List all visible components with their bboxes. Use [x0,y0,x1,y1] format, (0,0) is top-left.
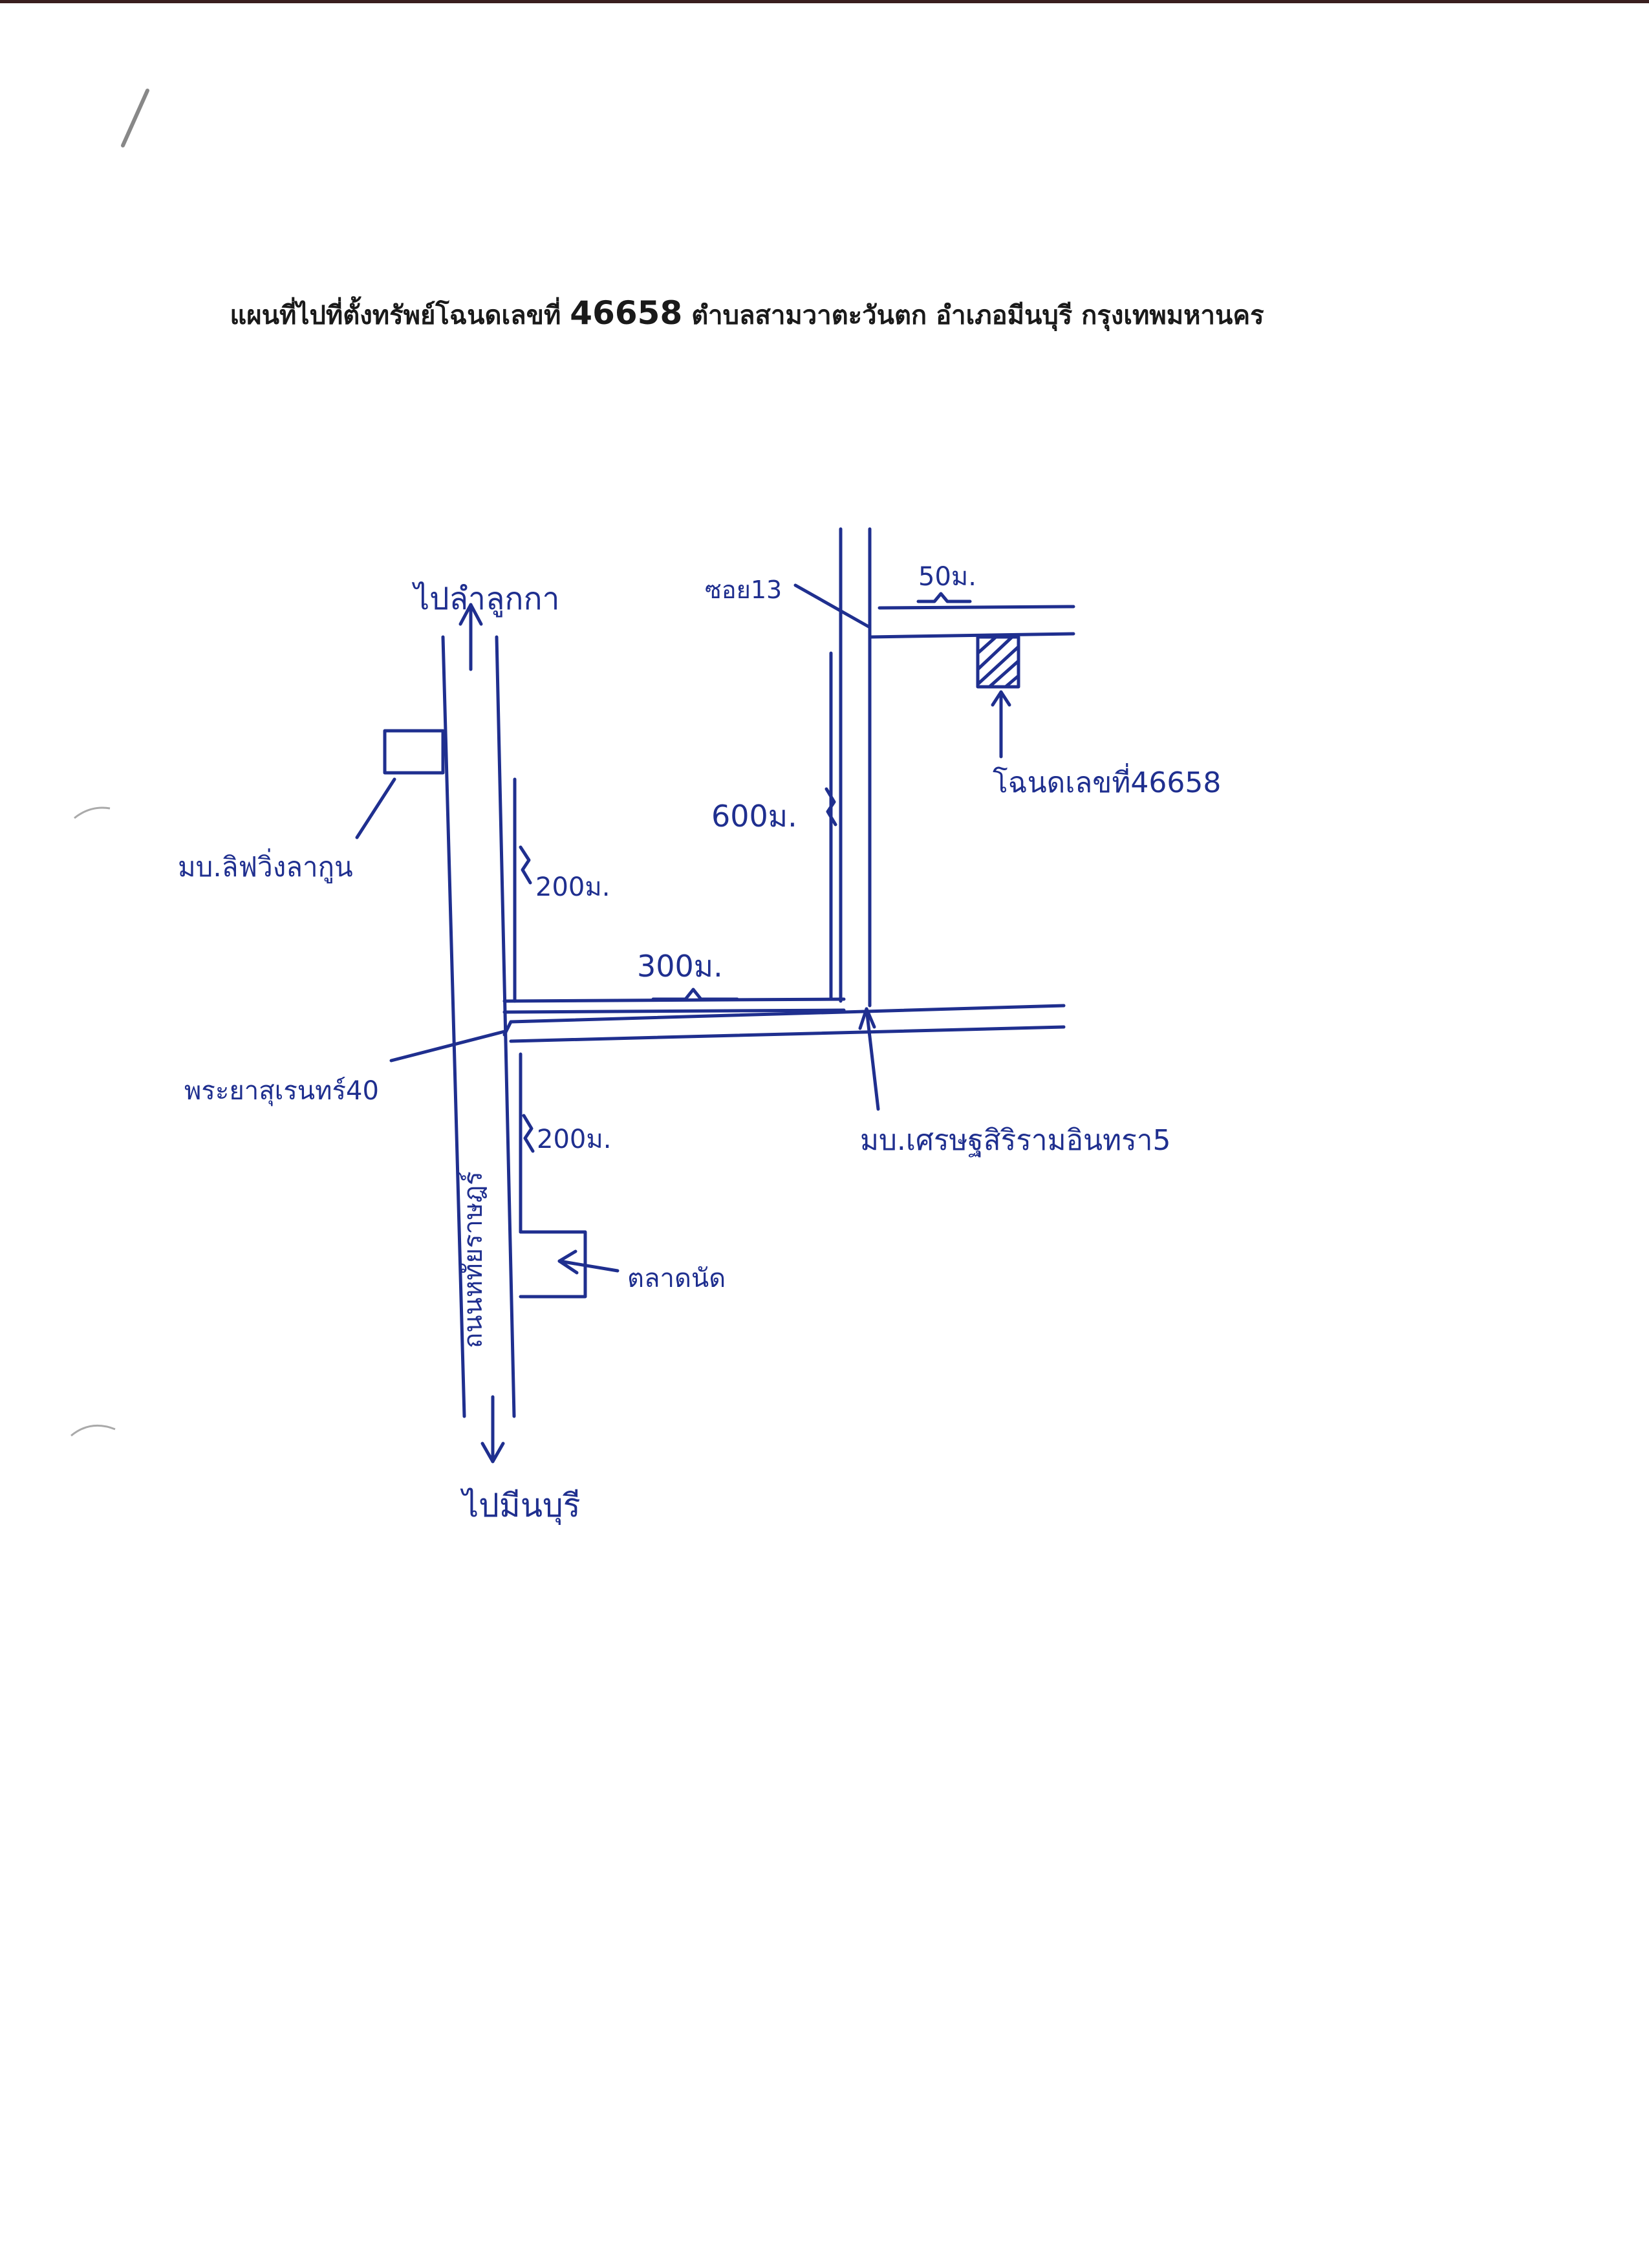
scan-top-edge [0,0,1649,3]
title-suffix: ตำบลสามวาตะวันตก อำเภอมีนบุรี กรุงเทพมหา… [691,301,1264,330]
brace-200-lower [522,1114,535,1153]
label-to-north: ไปลำลูกกา [411,581,559,618]
village-right-pointer [858,1007,880,1111]
village-left-box [355,729,445,839]
top-branch-road [868,605,1075,639]
label-dist-50: 50ม. [918,562,976,592]
label-soi-13: ซอย13 [705,576,782,604]
north-arrow-icon [458,603,483,671]
side-lane [513,777,523,1234]
main-road [441,635,516,1418]
soi-13-pointer [793,583,872,629]
title-number: 46658 [570,294,683,332]
label-to-south: ไปมีนบุรี [460,1487,581,1525]
soi-corner-pointer [389,1030,506,1063]
punch-hole-mark [74,806,111,819]
brace-50 [916,592,972,603]
brace-300 [651,988,739,1001]
south-arrow-icon [480,1395,505,1463]
label-dist-200-lower: 200ม. [537,1125,611,1154]
label-village-left: มบ.ลิฟวิ่งลากูน [178,848,353,883]
brace-600 [824,787,837,826]
label-soi-corner: พระยาสุเรนทร์40 [184,1076,379,1107]
label-dist-300: 300ม. [637,949,723,984]
page-title: แผนที่ไปที่ตั้งทรัพย์โฉนดเลขที่ 46658 ตำ… [0,294,1571,336]
label-dist-200-upper: 200ม. [535,872,610,902]
title-prefix: แผนที่ไปที่ตั้งทรัพย์โฉนดเลขที่ [230,301,561,330]
soi-road [502,997,1066,1043]
label-main-road: ถนนหทัยราษฎร์ [458,1171,488,1348]
soi-13-road [829,527,872,1008]
label-village-right: มบ.เศรษฐสิริรามอินทรา5 [860,1124,1170,1157]
label-dist-600: 600ม. [711,799,797,834]
label-market: ตลาดนัด [627,1264,726,1293]
brace-200-upper [519,845,532,885]
punch-hole-mark [70,1424,116,1437]
market-box [519,1230,620,1299]
label-land-plot: โฉนดเลขที่46658 [993,762,1221,799]
land-plot-hatched [976,635,1020,759]
scan-mark [121,89,149,147]
